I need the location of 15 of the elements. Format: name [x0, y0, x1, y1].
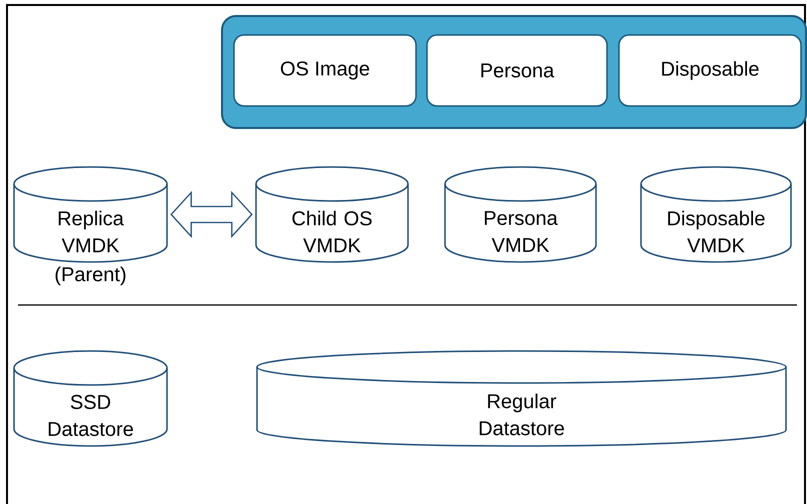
label-box: Disposable: [618, 34, 802, 107]
label-box: OS Image: [233, 34, 417, 107]
cylinder: Child OS VMDK: [255, 166, 409, 263]
node-label: Persona VMDK: [484, 211, 558, 252]
cylinder: SSD Datastore: [13, 350, 168, 447]
node-label: SSD Datastore: [48, 394, 133, 436]
label-box: Persona: [426, 34, 608, 107]
node-label: Regular Datastore: [480, 394, 564, 436]
cylinder: Persona VMDK: [444, 166, 597, 263]
cylinder: Replica VMDK: [13, 166, 168, 263]
node-label: Child OS VMDK: [292, 210, 372, 252]
note-text: (Parent): [56, 266, 126, 286]
cylinder: Regular Datastore: [256, 350, 787, 447]
node-label: Disposable VMDK: [668, 210, 765, 252]
cylinder: Disposable VMDK: [640, 166, 792, 263]
